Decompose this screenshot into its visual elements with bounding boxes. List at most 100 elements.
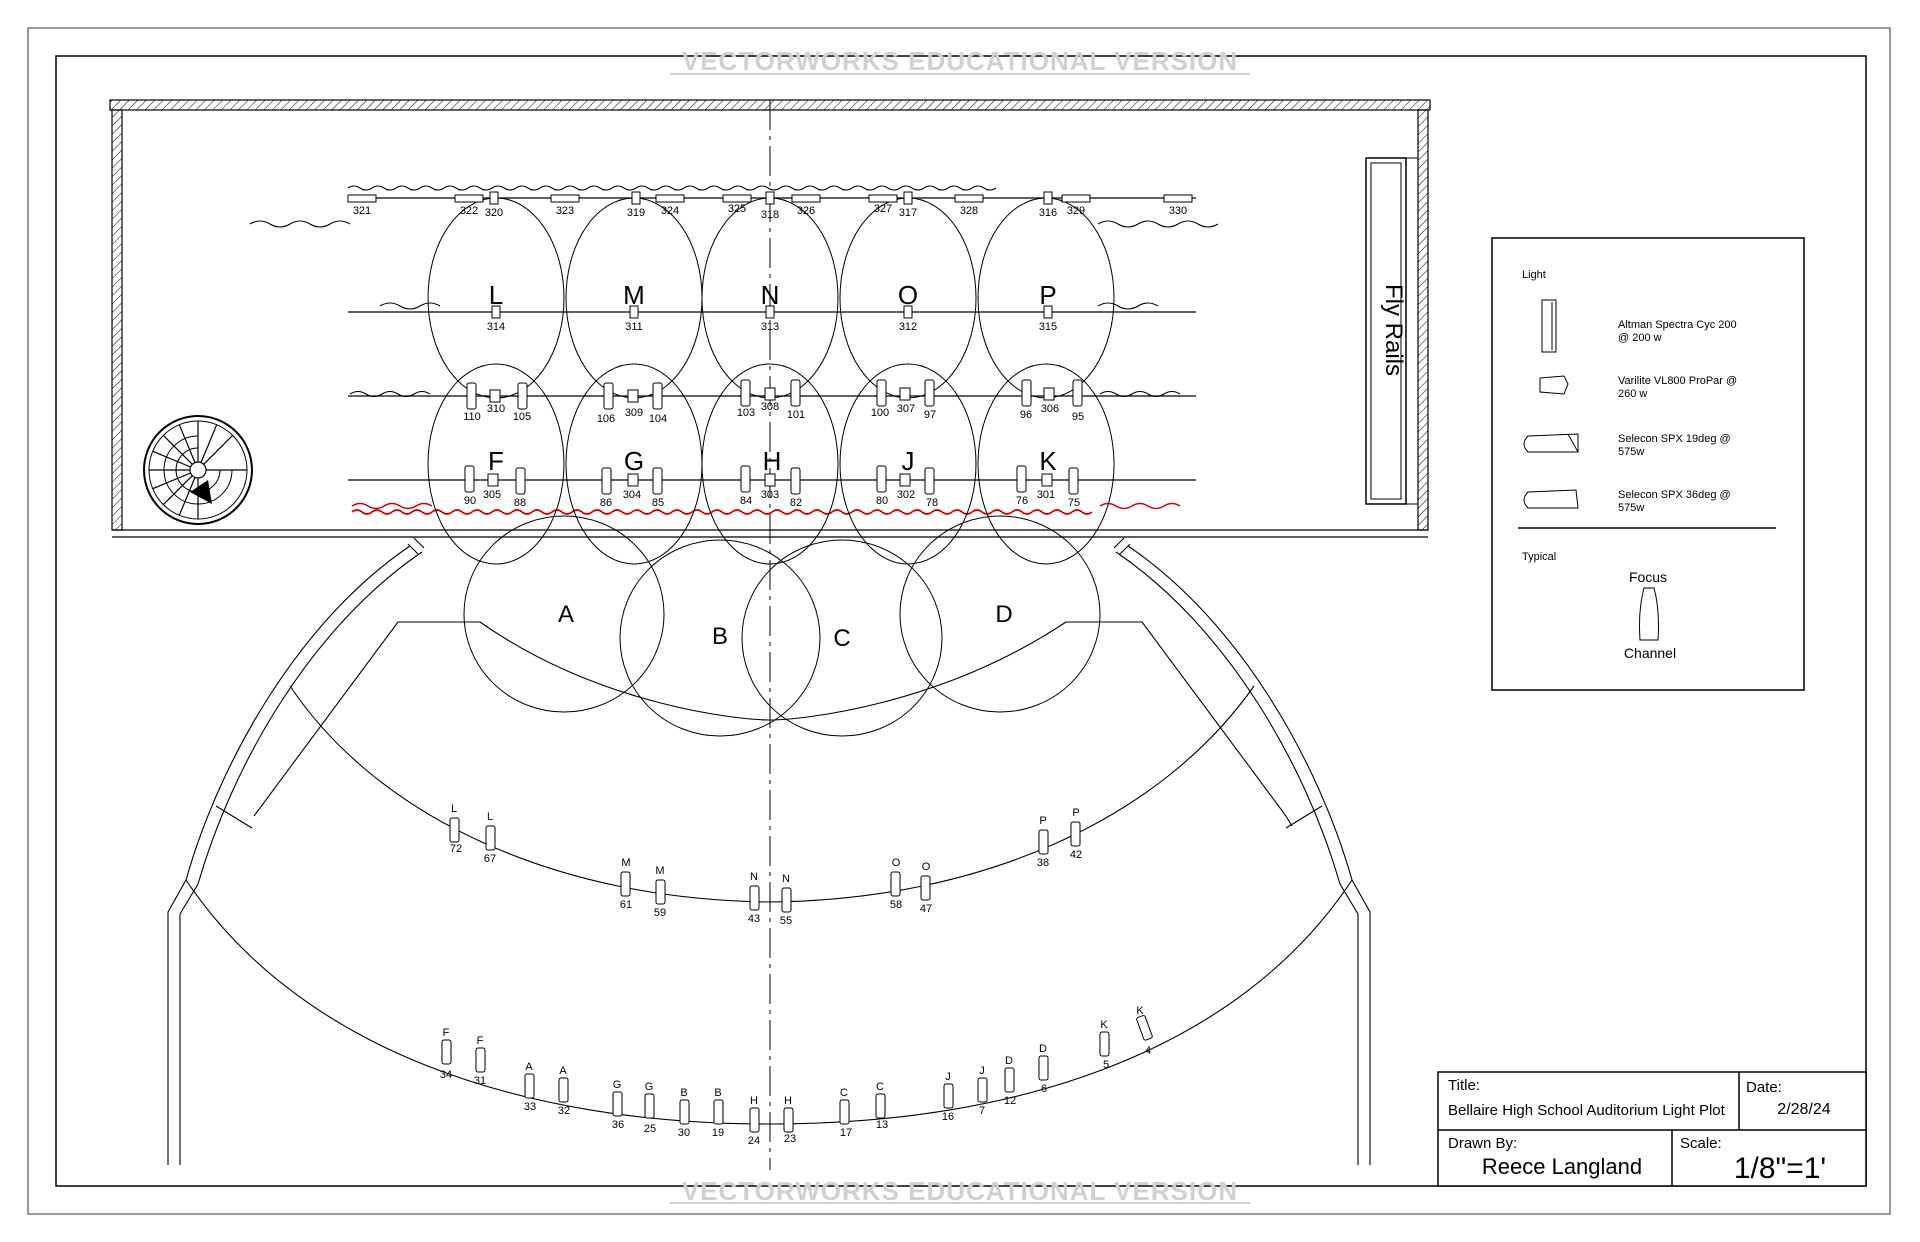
svg-text:575w: 575w xyxy=(1618,446,1644,458)
svg-text:76: 76 xyxy=(1016,495,1028,507)
spx19-light-icon xyxy=(1523,433,1579,453)
svg-text:Typical: Typical xyxy=(1522,551,1556,563)
svg-text:86: 86 xyxy=(600,497,612,509)
svg-text:C: C xyxy=(833,625,850,652)
zone-labels: L M N O P F G H J K A B C D xyxy=(488,280,1057,652)
svg-text:F: F xyxy=(477,1035,484,1047)
svg-text:13: 13 xyxy=(876,1119,888,1131)
svg-text:O: O xyxy=(922,861,931,873)
svg-text:308: 308 xyxy=(761,401,779,413)
near-foh-labels: L 72 L 67 M 61 M 59 N 43 N 55 O 58 O 47 … xyxy=(450,803,1082,927)
svg-text:78: 78 xyxy=(926,497,938,509)
svg-text:303: 303 xyxy=(761,489,779,501)
svg-text:575w: 575w xyxy=(1618,502,1644,514)
svg-text:G: G xyxy=(624,446,644,476)
svg-text:75: 75 xyxy=(1068,497,1080,509)
svg-text:5: 5 xyxy=(1103,1059,1109,1071)
svg-text:23: 23 xyxy=(784,1133,796,1145)
svg-text:305: 305 xyxy=(483,489,501,501)
svg-text:106: 106 xyxy=(597,413,615,425)
svg-text:Channel: Channel xyxy=(1624,645,1676,661)
svg-text:96: 96 xyxy=(1020,409,1032,421)
mid-pipe-channels: 314 311 313 312 315 xyxy=(487,321,1057,333)
svg-text:K: K xyxy=(1136,1005,1144,1017)
svg-text:321: 321 xyxy=(353,205,371,217)
svg-text:C: C xyxy=(876,1081,884,1093)
svg-text:311: 311 xyxy=(625,321,643,333)
svg-text:61: 61 xyxy=(620,899,632,911)
svg-text:J: J xyxy=(945,1071,951,1083)
svg-text:301: 301 xyxy=(1037,489,1055,501)
svg-text:G: G xyxy=(645,1081,654,1093)
near-foh-units xyxy=(449,817,1081,913)
svg-text:O: O xyxy=(892,857,901,869)
svg-text:318: 318 xyxy=(761,209,779,221)
propar-light-icon xyxy=(1539,375,1569,395)
svg-text:6: 6 xyxy=(1041,1083,1047,1095)
svg-text:Varilite VL800 ProPar @: Varilite VL800 ProPar @ xyxy=(1618,375,1737,387)
fly-rails xyxy=(1365,157,1418,505)
svg-text:J: J xyxy=(902,446,915,476)
svg-text:12: 12 xyxy=(1004,1095,1016,1107)
svg-text:316: 316 xyxy=(1039,207,1057,219)
svg-text:30: 30 xyxy=(678,1127,690,1139)
electric-1-channels: 90 305 88 86 304 85 84 303 82 80 302 78 … xyxy=(464,489,1080,509)
svg-text:J: J xyxy=(979,1065,985,1077)
svg-text:34: 34 xyxy=(440,1069,452,1081)
svg-text:D: D xyxy=(1039,1043,1047,1055)
svg-text:K: K xyxy=(1039,446,1057,476)
svg-text:312: 312 xyxy=(899,321,917,333)
svg-text:58: 58 xyxy=(890,899,902,911)
svg-text:88: 88 xyxy=(514,497,526,509)
svg-text:103: 103 xyxy=(737,407,755,419)
svg-text:33: 33 xyxy=(524,1101,536,1113)
svg-text:309: 309 xyxy=(625,407,643,419)
pipes xyxy=(348,197,1196,481)
legend-box: Light Altman Spectra Cyc 200 @ 200 w Var… xyxy=(1491,237,1805,691)
svg-text:B: B xyxy=(714,1087,721,1099)
spx36-light-icon xyxy=(1523,489,1579,509)
svg-text:D: D xyxy=(995,601,1012,628)
far-foh-labels: F 34 F 31 A 33 A 32 G 36 G 25 B 30 B 19 … xyxy=(440,1005,1151,1147)
date-label: Date: xyxy=(1746,1079,1782,1096)
svg-text:25: 25 xyxy=(644,1123,656,1135)
drawn-by-value: Reece Langland xyxy=(1482,1154,1642,1179)
date-value: 2/28/24 xyxy=(1777,1101,1830,1118)
svg-text:95: 95 xyxy=(1072,411,1084,423)
svg-text:260 w: 260 w xyxy=(1618,388,1647,400)
svg-text:N: N xyxy=(761,280,780,310)
svg-text:110: 110 xyxy=(463,411,481,423)
legs-red-left xyxy=(351,502,433,510)
svg-text:67: 67 xyxy=(484,853,496,865)
svg-text:329: 329 xyxy=(1067,205,1085,217)
svg-text:327: 327 xyxy=(874,203,892,215)
cyc-pipe-units xyxy=(347,191,1193,205)
svg-text:42: 42 xyxy=(1070,849,1082,861)
main-curtain xyxy=(351,509,1093,515)
svg-text:H: H xyxy=(763,446,782,476)
svg-text:A: A xyxy=(558,601,574,628)
svg-text:N: N xyxy=(782,873,790,885)
svg-text:85: 85 xyxy=(652,497,664,509)
svg-text:Altman Spectra Cyc 200: Altman Spectra Cyc 200 xyxy=(1618,319,1737,331)
far-foh-units xyxy=(441,1015,1153,1133)
mid-pipe-movers xyxy=(491,305,1053,319)
svg-text:M: M xyxy=(623,280,645,310)
svg-text:90: 90 xyxy=(464,495,476,507)
watermark-bottom: VECTORWORKS EDUCATIONAL VERSION xyxy=(682,1176,1238,1206)
watermark-top: VECTORWORKS EDUCATIONAL VERSION xyxy=(682,46,1238,76)
svg-text:82: 82 xyxy=(790,497,802,509)
svg-text:19: 19 xyxy=(712,1127,724,1139)
svg-text:C: C xyxy=(840,1087,848,1099)
svg-text:310: 310 xyxy=(487,403,505,415)
svg-text:P: P xyxy=(1072,807,1079,819)
svg-text:G: G xyxy=(613,1079,622,1091)
svg-text:24: 24 xyxy=(748,1135,760,1147)
svg-text:72: 72 xyxy=(450,843,462,855)
svg-text:317: 317 xyxy=(899,207,917,219)
svg-text:328: 328 xyxy=(960,205,978,217)
svg-text:L: L xyxy=(489,280,503,310)
svg-text:K: K xyxy=(1100,1019,1108,1031)
svg-text:B: B xyxy=(680,1087,687,1099)
title-block: Title: Bellaire High School Auditorium L… xyxy=(1437,1071,1867,1187)
